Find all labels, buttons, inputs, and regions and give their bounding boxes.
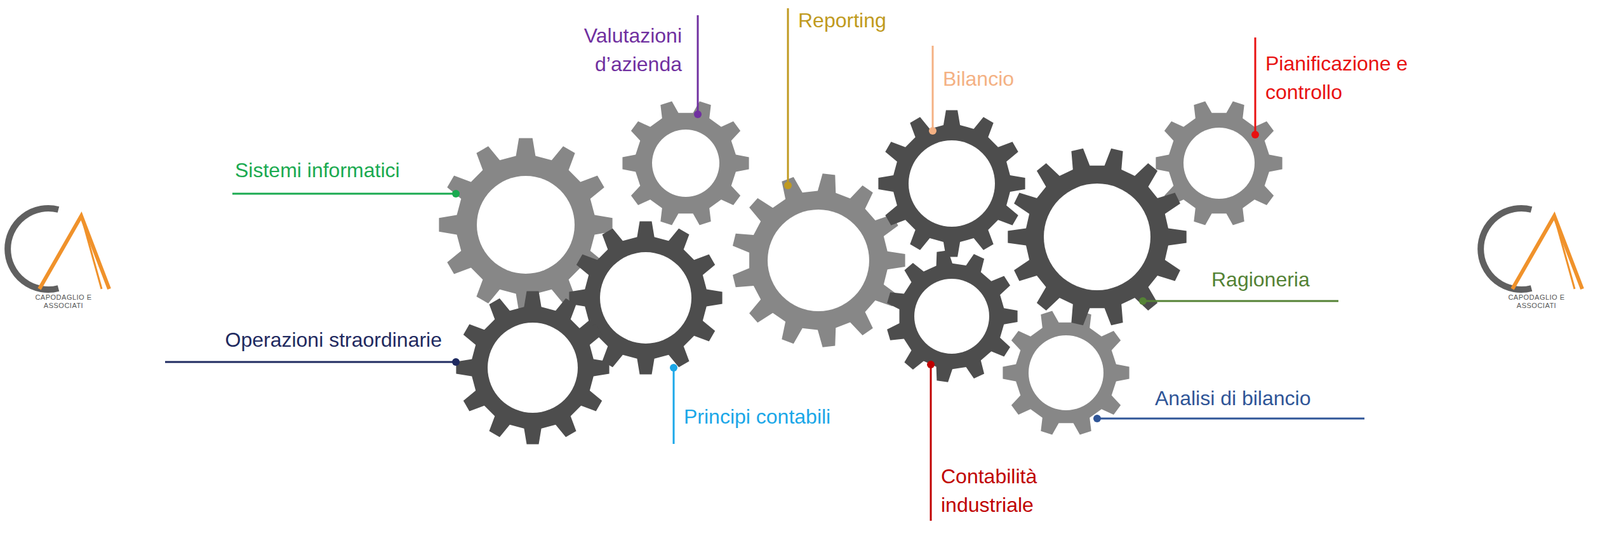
gear [732,173,906,348]
logo-a [81,215,102,289]
gear [1002,310,1129,435]
gear-hole [652,129,720,197]
callout-label: Bilancio [942,64,1014,94]
leader-dot [669,363,678,372]
logo-c [1480,208,1532,290]
logo-a [1512,215,1583,289]
leader-line [787,8,790,186]
leader-dot [452,189,460,198]
leader-dot [1139,297,1147,305]
gear-hole [476,175,575,274]
logo-left [7,208,110,290]
leader-lines [165,8,1365,521]
gear [1007,148,1187,326]
callout-label: Analisi di bilancio [1154,384,1311,413]
leader-line [1142,300,1339,303]
logo-text: CAPODAGLIO E ASSOCIATI [19,293,108,310]
callout-label: Contabilità industriale [940,462,1068,520]
callout-label: Ragioneria [1211,265,1310,294]
leader-line [697,15,700,115]
callout-label: Pianificazione e controllo [1265,49,1437,107]
gear-hole [1183,127,1255,199]
callout-label: Reporting [798,6,887,35]
gear-hole [487,322,578,413]
leader-line [673,367,675,444]
callout-label: Valutazioni d’azienda [554,21,682,79]
logo-text: CAPODAGLIO E ASSOCIATI [1492,293,1581,310]
leader-dot [926,360,935,369]
leader-dot [693,110,702,119]
leader-dot [928,126,937,135]
logo-a [1554,215,1575,289]
gear-hole [914,278,990,354]
gear-hole [1043,183,1151,291]
gear [455,290,609,444]
gear-hole [908,140,995,227]
gear [622,100,749,225]
gear [886,250,1018,383]
gear [568,220,722,374]
callout-label: Sistemi informatici [234,156,400,185]
leader-line [1254,37,1257,135]
gear-hole [600,252,692,344]
leader-line [165,361,456,364]
callout-label: Principi contabili [683,402,831,432]
gear-hole [1028,335,1104,411]
leader-dot [784,181,792,190]
callout-label: Operazioni straordinarie [175,325,442,355]
leader-line [232,193,456,195]
leader-dot [1093,414,1101,423]
leader-line [1097,417,1365,420]
gear [878,109,1025,257]
leader-dot [1251,130,1260,139]
leader-line [930,364,933,521]
logo-a [39,215,110,289]
logo-c [7,208,59,290]
logo-right [1480,208,1583,290]
leader-line [932,45,934,131]
leader-dot [452,358,460,366]
gear-hole [767,209,870,312]
